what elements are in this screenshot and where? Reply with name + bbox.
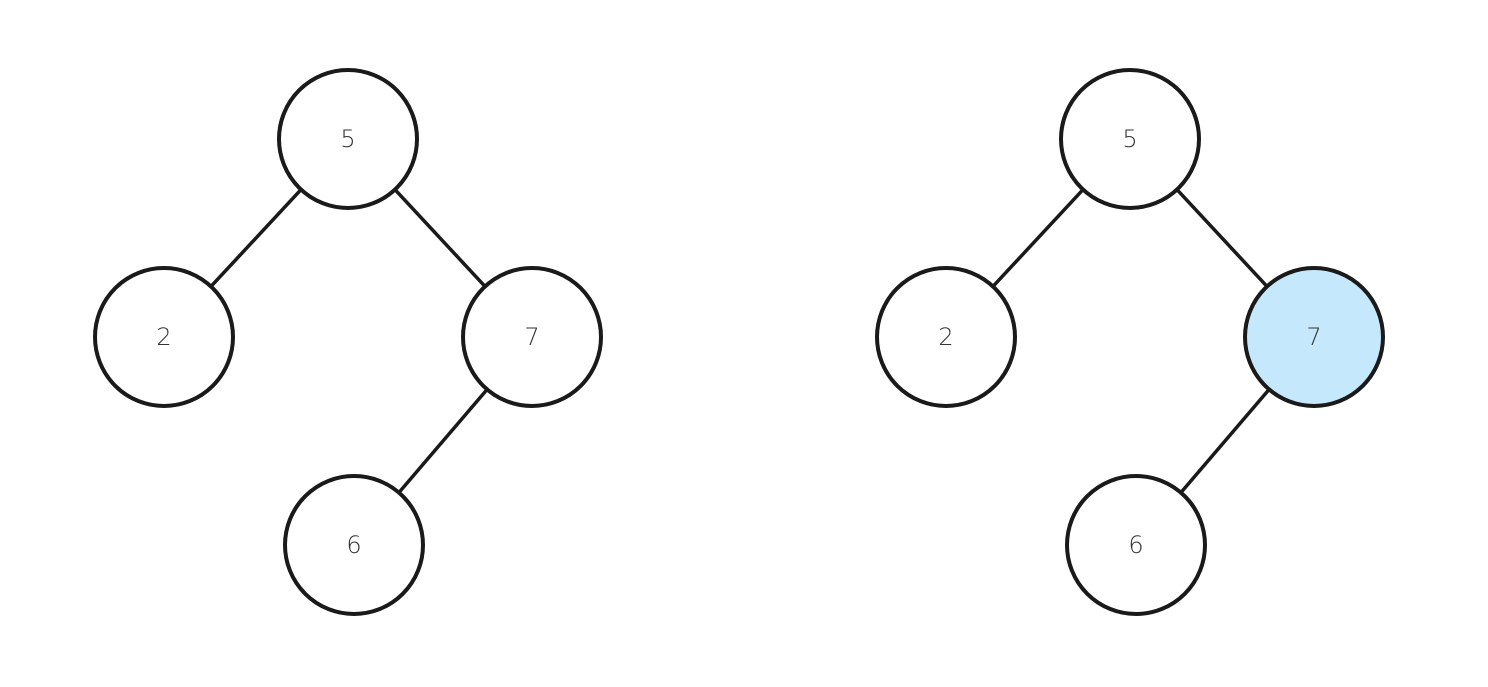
tree-node-6: 6	[1065, 474, 1207, 616]
tree-edge-5-7	[393, 187, 487, 289]
tree-node-7: 7	[1243, 266, 1385, 408]
node-label: 6	[346, 531, 361, 559]
node-circle	[1059, 68, 1201, 210]
tree-node-2: 2	[93, 266, 235, 408]
tree-1: 5 2 7 6	[93, 68, 603, 616]
node-circle	[283, 474, 425, 616]
node-label: 5	[340, 125, 355, 153]
node-label: 2	[938, 323, 953, 351]
tree-edge-7-6	[397, 387, 489, 495]
node-label: 6	[1128, 531, 1143, 559]
highlighted-node-circle	[1243, 266, 1385, 408]
node-circle	[277, 68, 419, 210]
tree-node-6: 6	[283, 474, 425, 616]
tree-edge-5-7	[1175, 187, 1269, 289]
tree-edge-5-2	[209, 187, 303, 289]
tree-node-2: 2	[875, 266, 1017, 408]
tree-node-5: 5	[277, 68, 419, 210]
node-circle	[1065, 474, 1207, 616]
tree-2: 5 2 7 6	[875, 68, 1385, 616]
node-label: 7	[1306, 323, 1321, 351]
node-label: 7	[524, 323, 539, 351]
node-circle	[93, 266, 235, 408]
node-label: 5	[1122, 125, 1137, 153]
node-label: 2	[156, 323, 171, 351]
node-circle	[461, 266, 603, 408]
tree-node-7: 7	[461, 266, 603, 408]
tree-edge-5-2	[991, 187, 1085, 289]
tree-edge-7-6	[1179, 387, 1271, 495]
tree-node-5: 5	[1059, 68, 1201, 210]
node-circle	[875, 266, 1017, 408]
